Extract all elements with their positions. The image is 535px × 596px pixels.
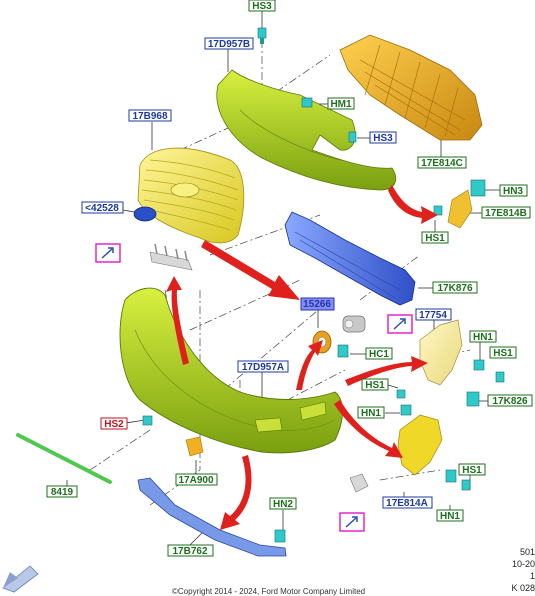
label-text: 17E814B xyxy=(485,208,527,219)
ford-badge xyxy=(133,206,157,222)
label-hs1-upper[interactable]: HS1 xyxy=(421,231,449,244)
label-8419[interactable]: 8419 xyxy=(46,485,78,498)
red-arrows xyxy=(166,185,438,530)
label-hm1[interactable]: HM1 xyxy=(327,97,355,110)
label-text: 17D957A xyxy=(242,362,284,373)
label-hn1-c[interactable]: HN1 xyxy=(436,509,464,522)
label-text: <42528 xyxy=(85,203,119,214)
label-text: 17K876 xyxy=(437,283,472,294)
ref-text-line4: K 028 xyxy=(511,583,535,593)
label-17e814b[interactable]: 17E814B xyxy=(481,206,531,219)
hs2-clip xyxy=(142,415,153,426)
pale-bracket xyxy=(419,319,463,386)
reference-icon-box xyxy=(387,314,413,334)
bumper-reinforcement xyxy=(284,211,416,306)
label-hs1-b[interactable]: HS1 xyxy=(489,346,517,359)
label-hs1-c[interactable]: HS1 xyxy=(361,378,389,391)
label-text: 17754 xyxy=(419,310,447,321)
hm1-fastener xyxy=(301,97,313,108)
label-17k876[interactable]: 17K876 xyxy=(432,281,478,294)
hc1-clip xyxy=(337,344,349,358)
ref-text-line3: 1 xyxy=(529,571,535,581)
label-hn2[interactable]: HN2 xyxy=(269,497,297,510)
reference-icon-box xyxy=(339,512,365,532)
label-17b762[interactable]: 17B762 xyxy=(167,544,214,557)
reference-icon-box xyxy=(95,243,121,263)
grille-reinforcement xyxy=(339,34,483,141)
label-text: HS1 xyxy=(462,465,482,476)
sensor-part xyxy=(342,315,366,333)
label-17b968[interactable]: 17B968 xyxy=(128,109,172,122)
label-text: HN1 xyxy=(361,408,381,419)
label-text: HS1 xyxy=(425,233,445,244)
label-text: HN1 xyxy=(440,511,460,522)
label-text: HS2 xyxy=(104,419,124,430)
lower-right-bracket xyxy=(397,414,443,476)
label-hs2[interactable]: HS2 xyxy=(100,417,128,430)
ref-text-line1: 501 xyxy=(519,547,535,557)
orange-bracket-small xyxy=(185,436,204,457)
label-17754[interactable]: 17754 xyxy=(415,308,452,321)
green-strip xyxy=(16,433,112,484)
label-hs1-d[interactable]: HS1 xyxy=(458,463,486,476)
hs3-fastener xyxy=(348,131,357,143)
label-17e814a[interactable]: 17E814A xyxy=(382,496,433,509)
label-17d957a[interactable]: 17D957A xyxy=(237,360,289,373)
label-text: HM1 xyxy=(330,99,352,110)
label-text: 17D957B xyxy=(208,39,250,50)
label-text: HS1 xyxy=(365,380,385,391)
label-17d957b[interactable]: 17D957B xyxy=(204,37,254,50)
label-hs3-top[interactable]: HS3 xyxy=(248,0,276,12)
navigation-arrow-icon xyxy=(2,565,39,593)
label-text: HS3 xyxy=(373,133,393,144)
label-hn3[interactable]: HN3 xyxy=(499,184,528,197)
label-text: 17B762 xyxy=(172,546,207,557)
label-text: HS1 xyxy=(493,348,513,359)
label-hn1-a[interactable]: HN1 xyxy=(469,330,497,343)
label-text: 17E814A xyxy=(386,498,428,509)
label-text: 17K826 xyxy=(492,396,527,407)
upper-right-bracket xyxy=(433,179,486,229)
label-42528[interactable]: <42528 xyxy=(81,201,124,214)
label-text: 17A900 xyxy=(178,475,213,486)
lower-bumper-cover xyxy=(119,287,343,454)
lower-blue-bar xyxy=(137,477,287,557)
label-text: HN1 xyxy=(473,332,493,343)
label-hs3-mid[interactable]: HS3 xyxy=(369,131,397,144)
top-clip-part xyxy=(257,27,267,44)
label-text: 15266 xyxy=(303,299,331,310)
copyright-notice: ©Copyright 2014 - 2024, Ford Motor Compa… xyxy=(172,587,366,596)
label-text: HS3 xyxy=(252,1,272,12)
label-17a900[interactable]: 17A900 xyxy=(175,473,218,486)
label-17e814c[interactable]: 17E814C xyxy=(417,156,467,169)
label-15266[interactable]: 15266 xyxy=(300,297,335,311)
ref-text-line2: 10-20 xyxy=(511,559,535,569)
label-hc1[interactable]: HC1 xyxy=(365,347,393,360)
label-text: 8419 xyxy=(51,487,74,498)
label-text: 17B968 xyxy=(132,111,167,122)
clip-strip xyxy=(149,243,193,271)
label-17k826[interactable]: 17K826 xyxy=(487,394,533,407)
label-hn1-b[interactable]: HN1 xyxy=(357,406,385,419)
label-text: HC1 xyxy=(369,349,389,360)
label-text: 17E814C xyxy=(421,158,463,169)
label-text: HN2 xyxy=(273,499,293,510)
label-text: HN3 xyxy=(503,186,523,197)
